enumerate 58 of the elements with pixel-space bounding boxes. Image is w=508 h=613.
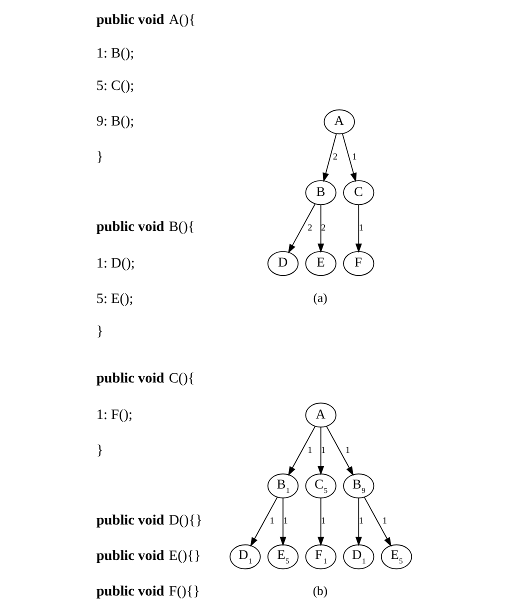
arrow bbox=[318, 497, 324, 546]
label: 9: B(); bbox=[96, 114, 134, 130]
node-ellipse: E$_{5}$ bbox=[380, 544, 412, 570]
arrow bbox=[355, 497, 362, 546]
label: } bbox=[96, 149, 104, 166]
node-ellipse: E bbox=[305, 251, 336, 276]
arrow bbox=[280, 497, 286, 546]
label: } bbox=[96, 442, 104, 458]
node-ellipse: D bbox=[267, 251, 299, 276]
label: public void F(){} bbox=[96, 583, 200, 600]
edge-label: 2 bbox=[321, 222, 326, 232]
label: public void D(){} bbox=[96, 512, 202, 528]
arrow bbox=[326, 426, 354, 476]
node-ellipse: B bbox=[305, 180, 336, 206]
node-ellipse: D$_{1}$ bbox=[343, 544, 374, 570]
arrow bbox=[318, 204, 324, 253]
node-ellipse: A bbox=[324, 109, 355, 134]
edge-label: 1 bbox=[382, 516, 388, 526]
edge-label: 1 bbox=[358, 222, 364, 232]
edge-label: 1 bbox=[283, 516, 288, 526]
edge-label: 1 bbox=[321, 444, 326, 455]
node-ellipse: D$_{1}$ bbox=[230, 544, 261, 570]
label: public void C(){ bbox=[96, 370, 195, 387]
edge-label: 1 bbox=[270, 516, 274, 526]
edge-label: 1 bbox=[321, 516, 326, 526]
edge-label: 2 bbox=[332, 152, 338, 162]
arrow bbox=[355, 204, 362, 253]
node-ellipse: B$_{9}$ bbox=[343, 474, 374, 498]
label: public void A(){ bbox=[96, 12, 196, 28]
label: } bbox=[96, 324, 104, 340]
edge-label: 1 bbox=[308, 444, 312, 455]
arrow bbox=[318, 426, 324, 476]
node-ellipse: E$_{5}$ bbox=[267, 544, 299, 570]
node-ellipse: F$_{1}$ bbox=[305, 544, 336, 570]
node-ellipse: C$_{5}$ bbox=[305, 474, 336, 498]
arrow bbox=[322, 133, 337, 182]
label: (b) bbox=[312, 584, 328, 598]
arrow bbox=[364, 496, 392, 547]
node-ellipse: B$_{1}$ bbox=[267, 474, 299, 498]
node-ellipse: C bbox=[343, 180, 374, 206]
edge-label: 2 bbox=[308, 222, 312, 232]
arrow bbox=[288, 426, 316, 476]
arrow bbox=[250, 496, 278, 547]
label: 1: F(); bbox=[96, 406, 132, 423]
edge-label: 1 bbox=[345, 444, 350, 455]
label: 5: C(); bbox=[96, 78, 134, 94]
label: 1: D(); bbox=[96, 255, 135, 272]
label: (a) bbox=[313, 290, 328, 305]
arrow bbox=[288, 204, 316, 254]
arrow bbox=[342, 133, 357, 182]
node-ellipse: A bbox=[305, 402, 336, 428]
edge-label: 1 bbox=[358, 516, 364, 526]
label: 5: E(); bbox=[96, 290, 134, 307]
edge-label: 1 bbox=[352, 152, 357, 162]
label: 1: B(); bbox=[96, 45, 134, 62]
label: public void E(){} bbox=[96, 548, 201, 564]
node-ellipse: F bbox=[343, 251, 374, 276]
label: public void B(){ bbox=[96, 219, 195, 236]
